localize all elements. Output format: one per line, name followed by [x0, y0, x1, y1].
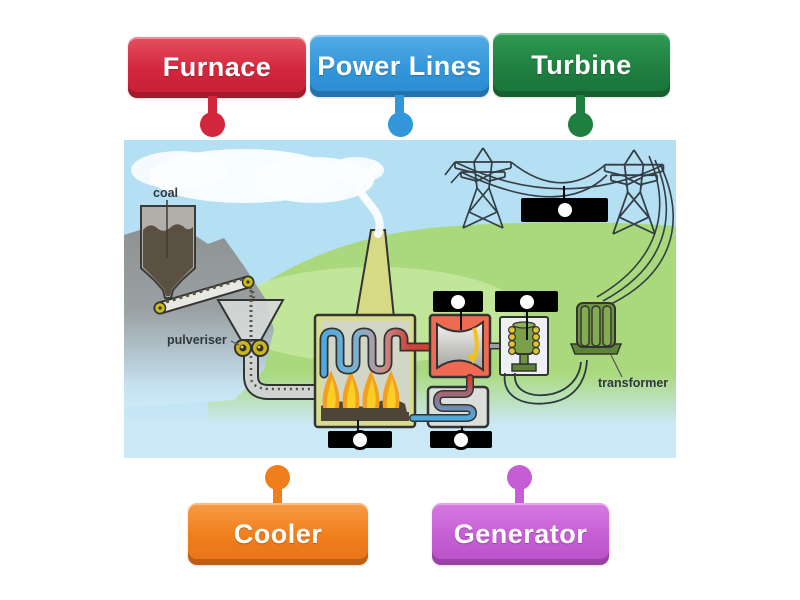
- furnace-boiler: [313, 313, 437, 429]
- drop-zone-cooler[interactable]: [430, 429, 492, 450]
- annotation-transformer: transformer: [598, 376, 669, 390]
- drop-target-dot: [516, 291, 537, 312]
- tile-dot-turbine: [568, 112, 593, 137]
- drop-zone-turbine[interactable]: [433, 291, 483, 312]
- generator-output-wires: [503, 359, 588, 405]
- generator-unit: [499, 316, 549, 376]
- label-text-generator: Generator: [453, 518, 588, 549]
- power-lines-wires: [444, 155, 674, 307]
- tile-stem-generator: [515, 487, 524, 504]
- label-tile-turbine[interactable]: Turbine: [493, 33, 670, 97]
- boiler-serpentine-pipe: [319, 327, 437, 379]
- drop-target-dot: [350, 429, 370, 450]
- label-text-furnace: Furnace: [162, 52, 272, 82]
- label-text-turbine: Turbine: [531, 49, 632, 80]
- transformer-unit: [569, 302, 623, 378]
- tile-dot-furnace: [200, 112, 225, 137]
- annotation-pulveriser: pulveriser: [167, 333, 227, 347]
- label-tile-furnace[interactable]: Furnace: [128, 37, 306, 98]
- power-station-scene: [124, 140, 676, 458]
- drop-target-dot: [554, 200, 575, 220]
- tile-stem-cooler: [273, 487, 282, 504]
- smoke: [131, 149, 384, 238]
- turbine-unit: [428, 313, 502, 379]
- tile-stem-furnace: [208, 96, 217, 114]
- coal-duct: [243, 352, 316, 400]
- flames: [322, 370, 400, 408]
- label-tile-cooler[interactable]: Cooler: [188, 503, 368, 565]
- tile-dot-power-lines: [388, 112, 413, 137]
- coal-hopper: [140, 200, 196, 311]
- annotation-coal: coal: [153, 186, 179, 200]
- tile-stem-power-lines: [395, 95, 404, 113]
- label-text-cooler: Cooler: [233, 518, 323, 549]
- label-text-power-lines: Power Lines: [317, 50, 482, 81]
- tile-stem-turbine: [576, 95, 585, 113]
- tile-dot-generator: [507, 465, 532, 490]
- cooler-unit: [409, 374, 490, 429]
- power-station-diagram: coal pulveriser transformer: [124, 140, 676, 458]
- label-tile-power-lines[interactable]: Power Lines: [310, 35, 489, 97]
- tile-dot-cooler: [265, 465, 290, 490]
- label-tile-generator[interactable]: Generator: [432, 503, 609, 565]
- drop-zone-furnace[interactable]: [328, 429, 392, 450]
- drop-target-dot: [451, 429, 471, 450]
- drop-zone-power-lines[interactable]: [521, 198, 608, 222]
- pulveriser-funnel: [216, 290, 285, 357]
- drop-target-dot: [448, 291, 468, 312]
- drop-zone-generator[interactable]: [495, 291, 558, 312]
- conveyor-belt: [153, 275, 255, 315]
